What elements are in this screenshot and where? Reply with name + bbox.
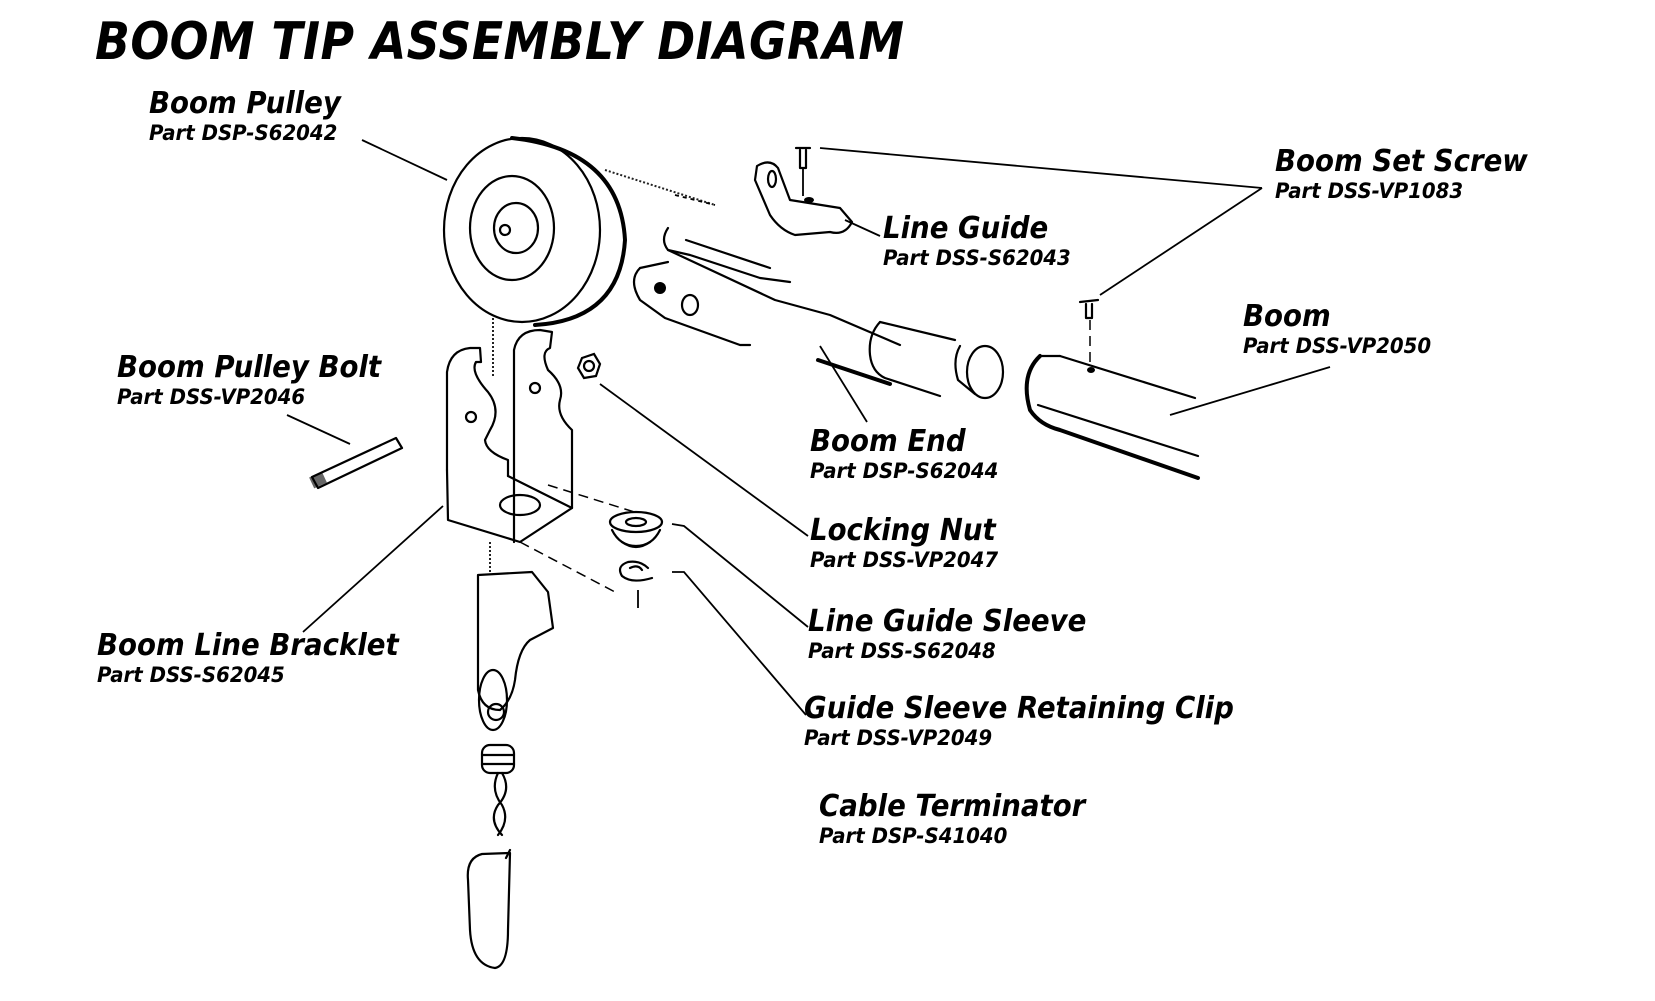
part-number: Part DSP-S62044	[810, 458, 999, 483]
label-locking-nut: Locking Nut Part DSS-VP2047	[810, 515, 1012, 571]
part-number: Part DSP-S41040	[819, 823, 1008, 848]
label-boom-set-screw: Boom Set Screw Part DSS-VP1083	[1275, 146, 1550, 202]
leader-retaining-clip	[672, 571, 807, 716]
leader-boom-end	[819, 345, 868, 423]
part-number: Part DSS-VP2047	[810, 547, 999, 572]
boom-pulley-drawing	[442, 136, 716, 327]
leader-locking-nut	[599, 383, 809, 537]
part-name: Guide Sleeve Retaining Clip	[804, 691, 1234, 726]
leader-bracklet	[302, 505, 444, 633]
leader-line-guide	[844, 219, 881, 237]
line-guide-sleeve-drawing	[608, 510, 664, 549]
part-number: Part DSS-S62045	[97, 662, 285, 687]
part-number: Part DSP-S62042	[149, 120, 338, 145]
leader-set-screw-2	[1099, 187, 1263, 296]
boom-line-bracklet-drawing	[445, 328, 661, 593]
part-name: Boom End	[810, 424, 966, 459]
retaining-clip-drawing	[618, 560, 654, 608]
part-name: Boom Line Bracklet	[97, 628, 399, 663]
part-name: Cable Terminator	[819, 789, 1086, 824]
part-name: Line Guide Sleeve	[808, 604, 1087, 639]
boom-drawing	[1024, 354, 1200, 480]
boom-set-screw-drawing	[1078, 298, 1100, 373]
part-number: Part DSS-S62048	[808, 638, 996, 663]
label-boom-pulley: Boom Pulley Part DSP-S62042	[149, 88, 358, 144]
part-number: Part DSS-VP1083	[1275, 178, 1464, 203]
leader-boom	[1169, 366, 1331, 416]
part-name: Boom Set Screw	[1275, 144, 1528, 179]
part-name: Locking Nut	[810, 513, 996, 548]
part-name: Boom Pulley	[149, 86, 341, 121]
label-line-guide: Line Guide Part DSS-S62043	[883, 213, 1083, 269]
part-number: Part DSS-VP2046	[117, 384, 306, 409]
leader-lines	[286, 139, 1331, 716]
part-number: Part DSS-S62043	[883, 245, 1071, 270]
leader-boom-pulley	[361, 139, 448, 181]
label-boom: Boom Part DSS-VP2050	[1243, 301, 1443, 357]
leader-pulley-bolt	[286, 414, 351, 445]
boom-end-drawing	[632, 226, 1005, 400]
part-number: Part DSS-VP2050	[1243, 333, 1432, 358]
part-name: Boom Pulley Bolt	[117, 350, 382, 385]
boom-pulley-bolt-drawing	[309, 436, 404, 490]
label-boom-pulley-bolt: Boom Pulley Bolt Part DSS-VP2046	[117, 352, 404, 408]
part-number: Part DSS-VP2049	[804, 725, 993, 750]
leader-set-screw-1	[819, 147, 1263, 189]
part-name: Line Guide	[883, 211, 1049, 246]
label-guide-sleeve-retaining-clip: Guide Sleeve Retaining Clip Part DSS-VP2…	[804, 693, 1271, 749]
diagram-title: BOOM TIP ASSEMBLY DIAGRAM	[95, 12, 905, 72]
part-name: Boom	[1243, 299, 1331, 334]
leader-line-guide-sleeve	[671, 523, 809, 628]
label-line-guide-sleeve: Line Guide Sleeve Part DSS-S62048	[808, 606, 1111, 662]
label-boom-end: Boom End Part DSP-S62044	[810, 426, 1010, 482]
label-boom-line-bracklet: Boom Line Bracklet Part DSS-S62045	[97, 630, 425, 686]
line-guide-drawing	[753, 146, 854, 237]
locking-nut-drawing	[576, 352, 602, 380]
label-cable-terminator: Cable Terminator Part DSP-S41040	[819, 791, 1108, 847]
cable-terminator-drawing	[466, 542, 555, 970]
